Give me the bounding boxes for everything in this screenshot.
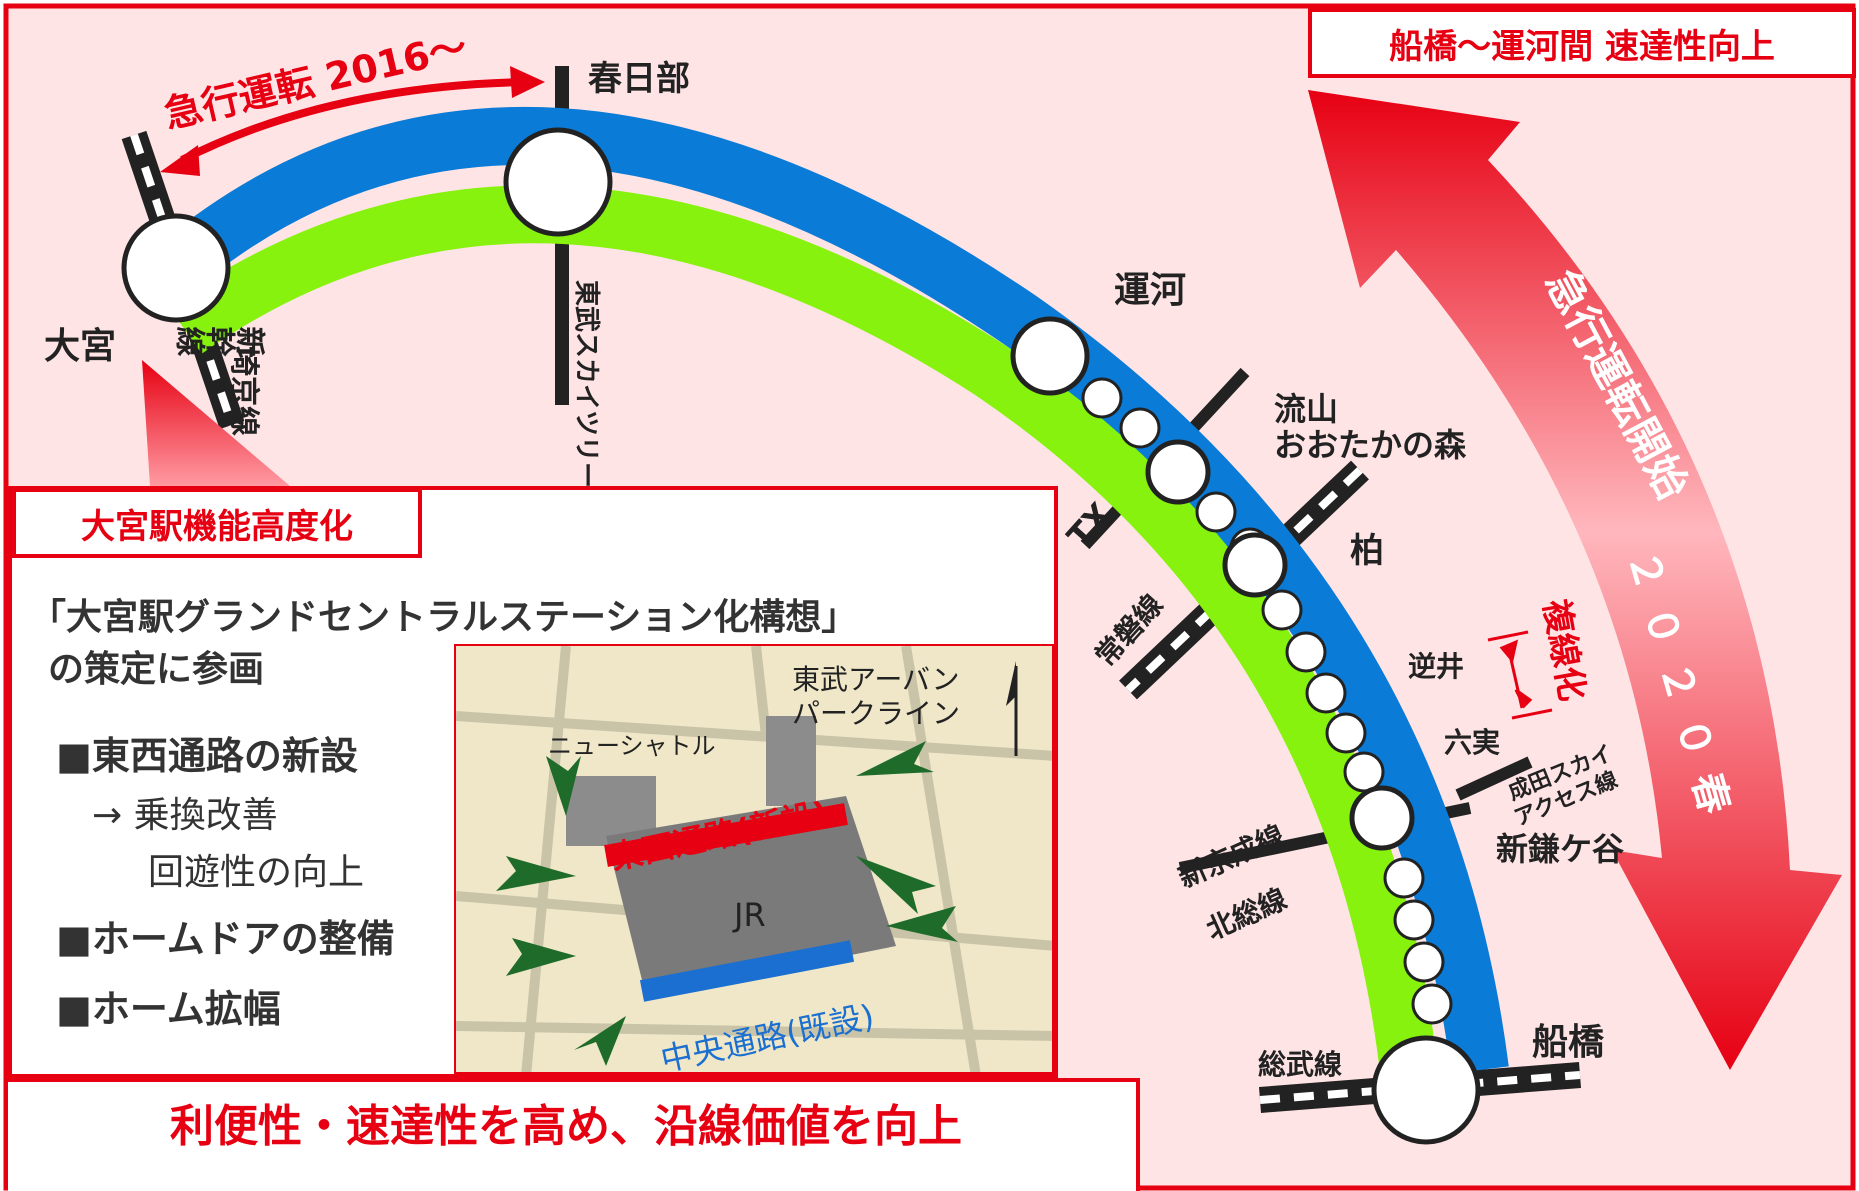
- line-sobu: 総武線: [1258, 1048, 1342, 1081]
- small-station: [1411, 983, 1453, 1025]
- narita-sky-access-track: [1455, 756, 1533, 801]
- bullet-east-west-passage: ■東西通路の新設: [56, 734, 358, 778]
- tobu-building: [766, 716, 816, 806]
- station-kashiwa: 柏: [1350, 531, 1384, 571]
- station-shinkamagaya: 新鎌ケ谷: [1496, 830, 1624, 868]
- express-2020-arrow: [1308, 90, 1842, 1070]
- concept-line-1: 「大宮駅グランドセントラルステーション化構想」: [30, 597, 858, 638]
- small-station: [1119, 407, 1161, 449]
- station-sakasai: 逆井: [1408, 650, 1464, 683]
- map-new-shuttle: ニューシャトル: [548, 732, 716, 760]
- map-tobu-urban-1: 東武アーバン: [792, 663, 960, 696]
- station-omiya-marker: [121, 213, 231, 323]
- top-right-title: 船橋〜運河間 速達性向上: [1308, 8, 1856, 78]
- bullet-transfer-improvement: → 乗換改善: [92, 795, 278, 836]
- sobu-track-dash: [1259, 1071, 1581, 1104]
- small-station: [1343, 751, 1385, 793]
- small-station: [1261, 589, 1303, 631]
- central-passage-bar: [639, 940, 855, 1002]
- station-omiya: 大宮: [44, 326, 116, 367]
- map-tobu-urban-2: パークライン: [792, 697, 961, 730]
- small-station: [1403, 941, 1445, 983]
- urban-park-line-blue: [156, 106, 1509, 1074]
- bullet-platform-widening: ■ホーム拡幅: [56, 987, 281, 1031]
- small-station: [1325, 712, 1367, 754]
- small-station: [1393, 899, 1435, 941]
- station-map-drawing: [456, 646, 1052, 1072]
- station-mutsumi: 六実: [1444, 726, 1500, 759]
- bullet-platform-doors: ■ホームドアの整備: [56, 917, 395, 961]
- small-station: [1305, 672, 1347, 714]
- station-kasukabe: 春日部: [588, 59, 690, 99]
- station-unga-marker: [1010, 316, 1090, 396]
- line-shinkansen: 新幹線: [176, 321, 266, 357]
- bullet-circulation: 回遊性の向上: [148, 852, 365, 893]
- line-saikyo: 埼京線: [226, 346, 261, 436]
- small-station: [1195, 491, 1237, 533]
- station-kasukabe-marker: [503, 127, 613, 237]
- station-kashiwa-marker: [1222, 532, 1288, 598]
- station-nagareyama-2: おおたかの森: [1274, 426, 1467, 464]
- omiya-station-map: ニューシャトル 東武アーバン パークライン 東西通路(新設) JR 中央通路(既…: [454, 644, 1054, 1074]
- express-2016-arrow: [160, 66, 545, 176]
- station-nagareyama-1: 流山: [1274, 390, 1338, 428]
- omiya-pointer: [142, 360, 290, 486]
- small-station: [1285, 631, 1327, 673]
- double-track-marker: [1487, 630, 1553, 720]
- joban-track-dash: [1125, 467, 1363, 693]
- station-unga: 運河: [1114, 270, 1186, 311]
- small-station: [1383, 857, 1425, 899]
- omiya-panel-title: 大宮駅機能高度化: [12, 488, 422, 558]
- bottom-banner-text: 利便性・速達性を高め、沿線価値を向上: [170, 1101, 962, 1152]
- bottom-banner: [8, 1078, 1140, 1191]
- arrow-icons: [496, 741, 958, 1066]
- small-station: [1081, 377, 1123, 419]
- map-jr: JR: [734, 896, 766, 934]
- concept-line-2: の策定に参画: [48, 649, 265, 690]
- north-arrow-head: [1006, 661, 1016, 706]
- major-stations: [121, 127, 1481, 1145]
- station-funabashi: 船橋: [1532, 1022, 1604, 1063]
- urban-park-line-green: [168, 185, 1439, 1084]
- station-shinkamagaya-marker: [1349, 785, 1415, 851]
- station-nagareyama-marker: [1145, 439, 1211, 505]
- east-west-passage-bar: [604, 803, 848, 867]
- station-funabashi-marker: [1371, 1035, 1481, 1145]
